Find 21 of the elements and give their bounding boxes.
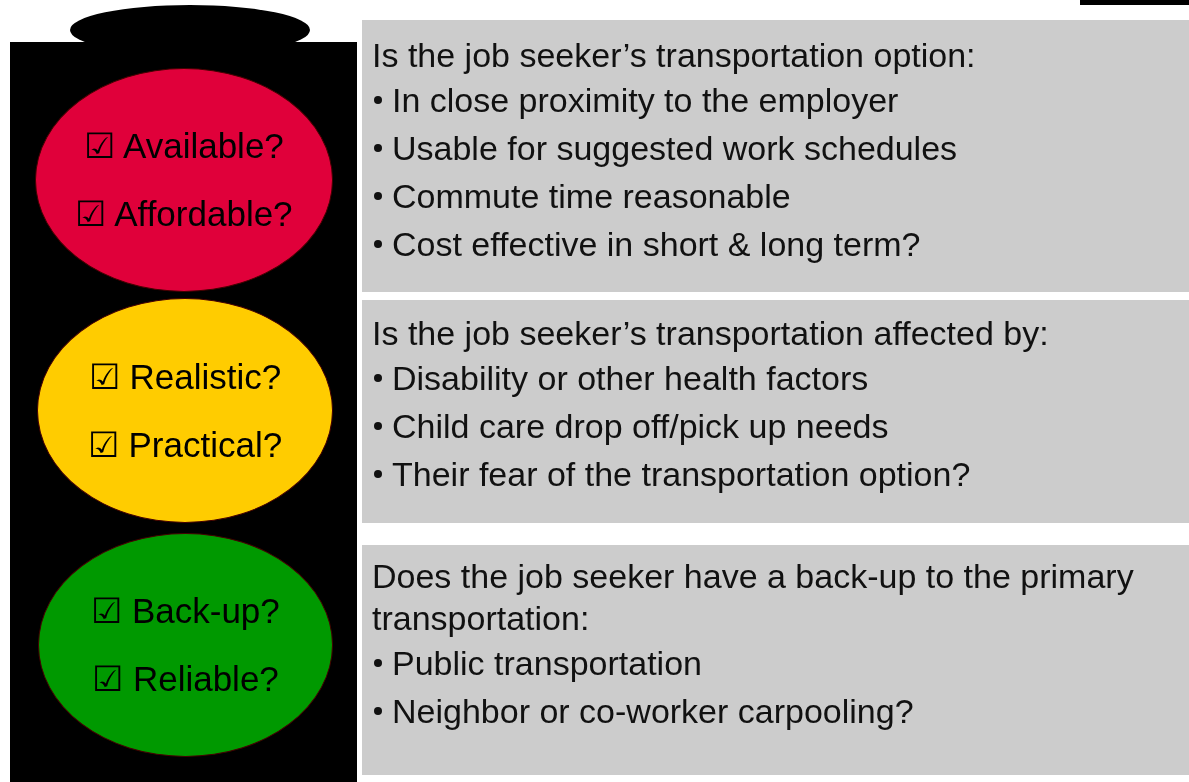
bullet-item: Neighbor or co-worker carpooling? (372, 687, 1179, 735)
checklist-item: ☑ Realistic? (88, 356, 282, 397)
bullet-item: Disability or other health factors (372, 354, 1179, 402)
info-panel (362, 20, 1189, 292)
bullet-item: Usable for suggested work schedules (372, 124, 1179, 172)
checklist-item: ☑ Available? (84, 126, 284, 166)
checklist-item: ☑ Back-up? (91, 591, 280, 631)
checklist-item: ☑ Practical? (87, 424, 283, 465)
bullet-item: Public transportation (372, 639, 1179, 687)
checklist-item: ☑ Affordable? (75, 194, 293, 234)
bullet-item: Commute time reasonable (372, 172, 1179, 220)
checklist-item: ☑ Reliable? (92, 659, 279, 699)
bullet-item: In close proximity to the employer (372, 76, 1179, 124)
bullet-item: Cost effective in short & long term? (372, 220, 1179, 268)
panel-question: Is the job seeker’s transportation option: (372, 35, 977, 76)
bullet-item: Their fear of the transportation option? (372, 450, 1179, 498)
panel-question: Is the job seeker’s transportation affected by: (372, 313, 1050, 354)
info-panel (362, 545, 1189, 775)
info-panel (362, 300, 1189, 523)
bullet-item: Child care drop off/pick up needs (372, 402, 1179, 450)
panel-question: Does the job seeker have a back-up to the primary transportation: (372, 556, 1135, 639)
